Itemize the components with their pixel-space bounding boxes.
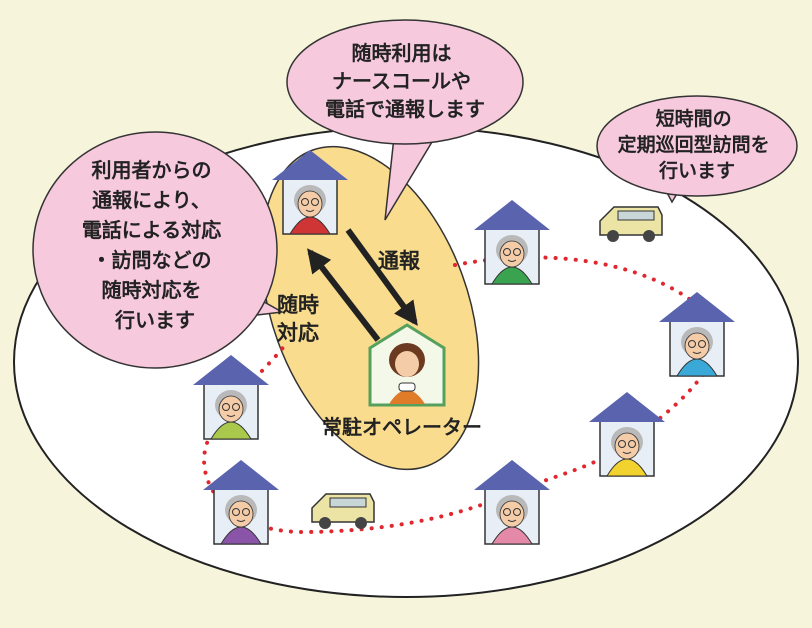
bubble-left: 利用者からの 通報により、 電話による対応 ・訪問などの 随時対応を 行います: [32, 131, 285, 369]
van-icon: [599, 206, 663, 242]
van-icon: [311, 493, 375, 529]
house-icon: [589, 392, 665, 477]
bubble-top: 随時利用は ナースコールや 電話で通報します: [286, 19, 524, 221]
svg-text:随時利用は ナースコールや 電話で通: 随時利用は ナースコールや 電話で通報します: [325, 41, 485, 121]
bubble-top-line: 電話で通報します: [325, 97, 485, 121]
bubble-left-line: 随時対応を: [102, 278, 202, 302]
response-arrow-icon: [307, 248, 381, 342]
report-arrow-icon: [345, 228, 418, 326]
bubble-left-line: ・訪問などの: [92, 248, 212, 272]
elderly-person-icon: [289, 185, 331, 235]
operator-icon: [368, 323, 446, 407]
bubble-right-line: 定期巡回型訪問を: [618, 133, 770, 156]
bubble-left-line: 行います: [114, 308, 195, 332]
bubble-right-line: 短時間の: [656, 107, 732, 130]
svg-text:利用者からの 通報により、 電話によ: 利用者からの 通報により、 電話による対応 ・訪問などの 随時対応を 行います: [82, 158, 228, 332]
bubble-right-line: 行います: [658, 159, 735, 182]
bubble-left-line: 利用者からの: [92, 158, 212, 182]
response-label: 随時 対応: [277, 293, 326, 345]
report-label: 通報: [378, 249, 421, 273]
house-icon: [203, 460, 279, 545]
elderly-person-icon: [220, 495, 262, 545]
house-icon: [193, 355, 269, 440]
elderly-person-icon: [606, 427, 648, 477]
operator-label: 常駐オペレーター: [322, 415, 482, 439]
bubble-left-line: 通報により、: [92, 188, 211, 212]
patrol-route: [202, 255, 720, 535]
house-icon: [474, 200, 550, 285]
bubble-left-line: 電話による対応: [82, 218, 221, 242]
house-icon: [659, 292, 735, 377]
house-icon: [474, 460, 550, 545]
svg-text:短時間の 定期巡回型訪問を 行います: 短時間の 定期巡回型訪問を 行います: [618, 107, 777, 182]
house-icon: [272, 150, 348, 235]
elderly-person-icon: [210, 390, 252, 440]
bubble-top-line: ナースコールや: [332, 69, 471, 93]
bubble-top-line: 随時利用は: [352, 41, 452, 65]
elderly-person-icon: [676, 327, 718, 377]
elderly-person-icon: [491, 495, 533, 545]
elderly-person-icon: [491, 235, 533, 285]
bubble-right: 短時間の 定期巡回型訪問を 行います: [596, 95, 798, 204]
